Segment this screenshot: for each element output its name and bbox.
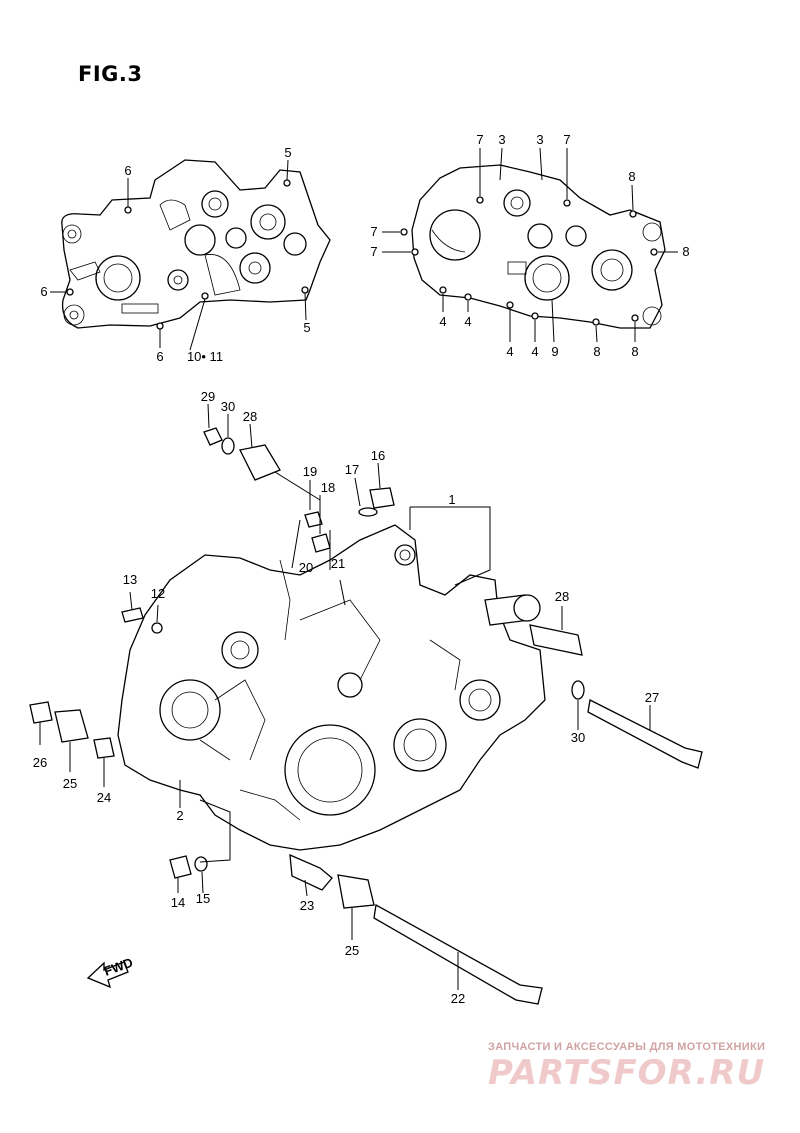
callout-28b: 28 <box>555 589 569 604</box>
callout-3a: 3 <box>498 132 505 147</box>
washer-30b <box>571 680 585 700</box>
callout-7d: 7 <box>370 244 377 259</box>
callout-30b: 30 <box>571 730 585 745</box>
callout-7b: 7 <box>563 132 570 147</box>
washer-15 <box>194 856 208 872</box>
callout-4d: 4 <box>531 344 538 359</box>
cap-16 <box>369 487 395 509</box>
callout-28: 28 <box>243 409 257 424</box>
left-case-callouts: 6 5 6 6 10• 11 5 <box>40 145 310 364</box>
assembly-leaders <box>39 403 651 990</box>
washer-30 <box>221 437 235 455</box>
callout-8b: 8 <box>631 344 638 359</box>
callout-6-bottom: 6 <box>156 349 163 364</box>
callout-13: 13 <box>123 572 137 587</box>
callout-4c: 4 <box>506 344 513 359</box>
callout-29: 29 <box>201 389 215 404</box>
collar-24 <box>93 737 115 759</box>
plug-14 <box>169 855 192 879</box>
callout-1: 1 <box>448 492 455 507</box>
callout-14: 14 <box>171 895 185 910</box>
damper-25 <box>54 709 89 743</box>
plug-19 <box>304 511 323 528</box>
ring-12 <box>151 622 163 634</box>
callout-25: 25 <box>63 776 77 791</box>
callout-8-top: 8 <box>628 169 635 184</box>
crankcase-assembly <box>117 524 546 851</box>
callout-20: 20 <box>299 560 313 575</box>
callout-25b: 25 <box>345 943 359 958</box>
callout-15: 15 <box>196 891 210 906</box>
callout-26: 26 <box>33 755 47 770</box>
callout-19: 19 <box>303 464 317 479</box>
right-crankcase-inner-view <box>382 147 678 343</box>
watermark-tagline: ЗАПЧАСТИ И АКСЕССУАРЫ ДЛЯ МОТОТЕХНИКИ <box>488 1041 766 1053</box>
callout-3b: 3 <box>536 132 543 147</box>
callout-6-top: 6 <box>124 163 131 178</box>
callout-24: 24 <box>97 790 111 805</box>
callout-6-left: 6 <box>40 284 47 299</box>
callout-8-right: 8 <box>682 244 689 259</box>
bolt-18 <box>311 533 331 553</box>
callout-7a: 7 <box>476 132 483 147</box>
callout-9: 9 <box>551 344 558 359</box>
nut-26 <box>29 701 53 724</box>
callout-12: 12 <box>151 586 165 601</box>
callout-8a: 8 <box>593 344 600 359</box>
figure-title: FIG.3 <box>78 62 143 86</box>
callout-21: 21 <box>331 556 345 571</box>
bolt-27 <box>587 699 703 769</box>
assembly-callouts: 29 30 28 19 18 17 16 1 20 21 13 12 28 27… <box>33 389 659 1006</box>
bushing-28 <box>239 444 281 481</box>
callout-4a: 4 <box>439 314 446 329</box>
left-crankcase-inner-view <box>50 159 331 351</box>
nut-29 <box>203 427 223 446</box>
collar-23 <box>289 853 333 891</box>
callout-10-11: 10• 11 <box>187 349 223 364</box>
callout-22: 22 <box>451 991 465 1006</box>
callout-18: 18 <box>321 480 335 495</box>
callout-2: 2 <box>176 808 183 823</box>
callout-30: 30 <box>221 399 235 414</box>
right-case-callouts: 7 3 3 7 8 7 7 8 4 4 4 4 9 8 8 <box>370 132 689 359</box>
damper-25b <box>337 874 375 909</box>
callout-7c: 7 <box>370 224 377 239</box>
callout-16: 16 <box>371 448 385 463</box>
callout-17: 17 <box>345 462 359 477</box>
callout-5-top: 5 <box>284 145 291 160</box>
watermark-logo: PARTSFOR.RU <box>488 1053 766 1093</box>
sensor-13 <box>121 607 144 623</box>
callout-5-bottom: 5 <box>303 320 310 335</box>
callout-4b: 4 <box>464 314 471 329</box>
o-ring-17 <box>358 507 378 517</box>
fwd-arrow-icon: FWD <box>86 955 135 989</box>
callout-23: 23 <box>300 898 314 913</box>
callout-27: 27 <box>645 690 659 705</box>
bushing-28b <box>529 624 583 656</box>
